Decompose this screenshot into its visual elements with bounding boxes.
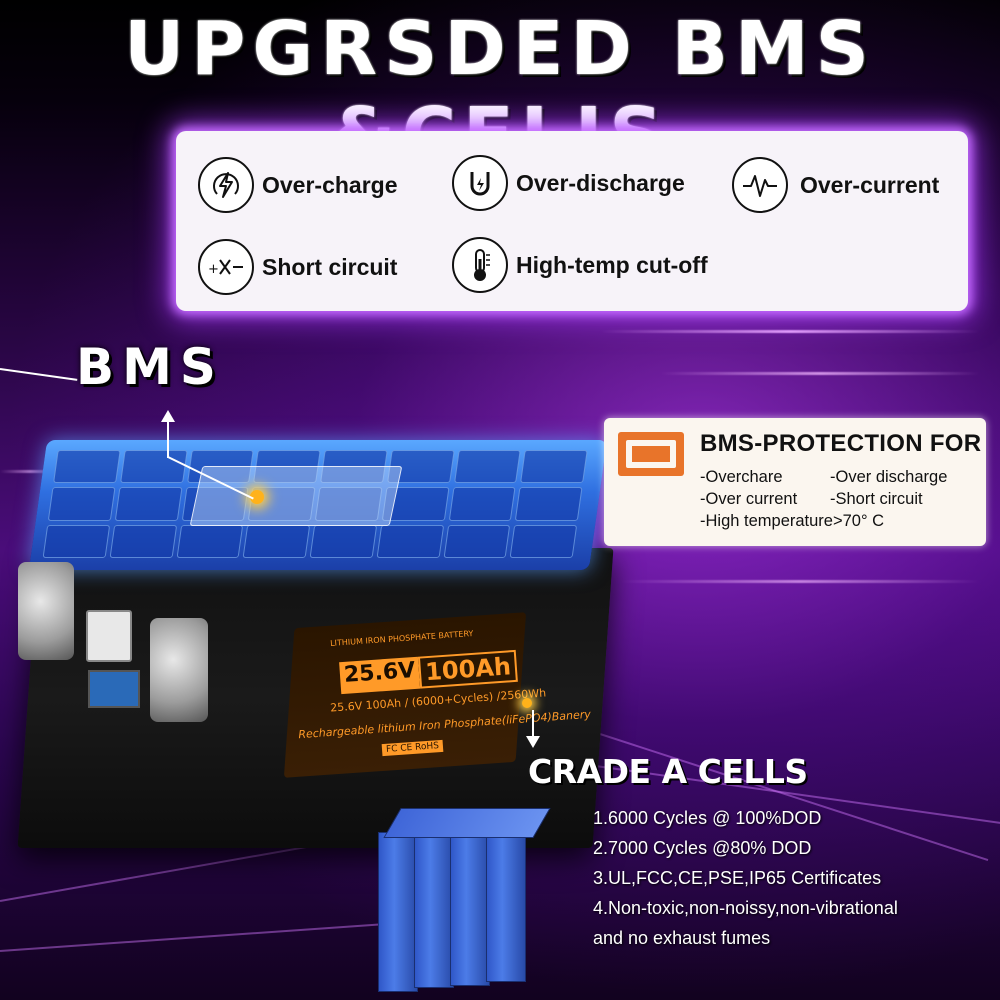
bms-protection-panel: BMS-PROTECTION FOR -Overchare -Over disc… <box>604 418 986 546</box>
pulse-icon <box>732 157 788 213</box>
thermometer-icon <box>452 237 508 293</box>
bms-board-icon <box>618 432 684 476</box>
neon-streak <box>620 580 980 583</box>
spec-line: 2.7000 Cycles @80% DOD <box>593 838 812 858</box>
cells-glow-dot <box>522 698 532 708</box>
breaker-switch <box>86 610 132 662</box>
bms-glow-dot <box>250 490 264 504</box>
negative-terminal <box>18 562 74 660</box>
floor-line <box>0 923 380 952</box>
bms-tag: BMS <box>76 338 224 396</box>
capacity-text: 100Ah <box>418 649 518 689</box>
protection-item: -Over current <box>700 490 798 508</box>
down-arrow-icon <box>526 736 540 748</box>
feature-overcurrent: Over-current <box>732 157 939 213</box>
svg-text:+: + <box>208 262 219 277</box>
feature-overcharge: Over-charge <box>198 157 398 213</box>
feature-overdischarge: Over-discharge <box>452 155 685 211</box>
voltage-display <box>88 670 140 708</box>
protection-title: BMS-PROTECTION FOR <box>700 430 982 457</box>
positive-terminal <box>150 618 208 722</box>
feature-high-temp: High-temp cut-off <box>452 237 708 293</box>
prismatic-cells <box>378 808 551 998</box>
neon-streak <box>660 372 980 375</box>
cells-pointer-stem <box>532 710 534 738</box>
grade-a-title: CRADE A CELLS <box>528 752 808 791</box>
bms-pointer-stem <box>167 418 169 458</box>
spec-line: 3.UL,FCC,CE,PSE,IP65 Certificates <box>593 868 882 888</box>
bms-board <box>189 466 403 526</box>
protection-item: -High temperature>70° C <box>700 512 885 530</box>
protection-features-panel: Over-charge Over-discharge Over-current … <box>176 131 968 311</box>
lightning-shield-icon <box>198 157 254 213</box>
spec-line: 1.6000 Cycles @ 100%DOD <box>593 808 822 828</box>
discharge-icon <box>452 155 508 211</box>
spec-line: 4.Non-toxic,non-noissy,non-vibrational <box>593 898 898 918</box>
voltage-text: 25.6V <box>339 656 421 695</box>
protection-item: -Over discharge <box>830 468 948 486</box>
feature-short-circuit: + Short circuit <box>198 239 397 295</box>
protection-item: -Overchare <box>700 468 783 486</box>
spec-line: and no exhaust fumes <box>593 928 771 948</box>
up-arrow-icon <box>161 410 175 422</box>
bms-pointer-line <box>0 368 78 381</box>
short-circuit-icon: + <box>198 239 254 295</box>
neon-streak <box>0 470 60 473</box>
protection-item: -Short circuit <box>830 490 923 508</box>
neon-streak <box>600 330 980 333</box>
